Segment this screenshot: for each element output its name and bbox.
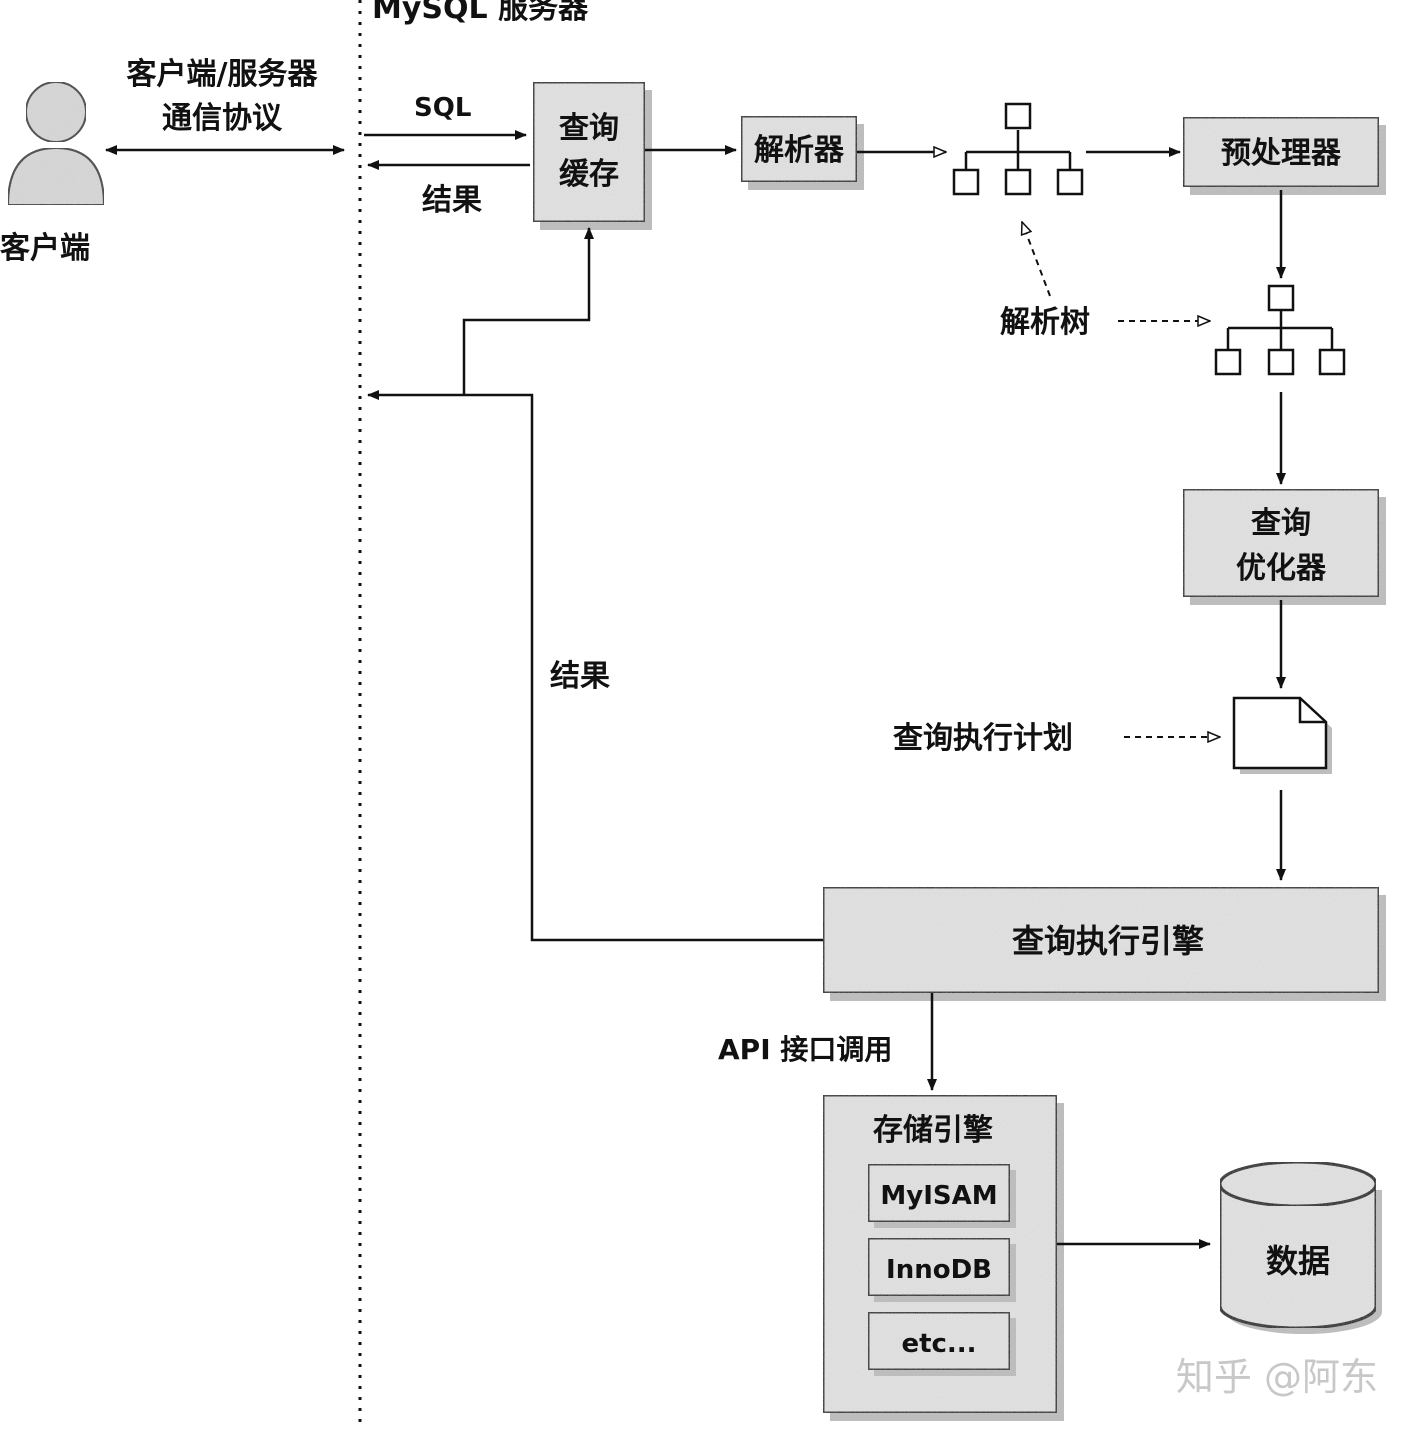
api-call-label: API 接口调用 <box>718 1033 892 1066</box>
execution-plan-document-icon <box>1232 696 1332 774</box>
client-label: 客户端 <box>0 231 90 266</box>
storage-engine-label: 存储引擎 <box>873 1113 993 1148</box>
engine-innodb-box <box>866 1236 1012 1298</box>
parser-box <box>739 114 859 184</box>
parse-tree-pointer-1 <box>1022 222 1051 297</box>
result-top-label: 结果 <box>422 183 482 218</box>
result-return-path <box>367 390 823 942</box>
protocol-label-line2: 通信协议 <box>162 101 283 136</box>
preprocessor-label: 预处理器 <box>1221 136 1342 171</box>
server-title: MySQL 服务器 <box>372 0 589 26</box>
query-execution-engine-box <box>821 885 1381 995</box>
engine-myisam-box <box>866 1162 1012 1224</box>
sql-label: SQL <box>414 93 471 123</box>
parse-tree-label: 解析树 <box>1000 305 1090 340</box>
execution-plan-label: 查询执行计划 <box>893 721 1073 756</box>
client-person-icon <box>6 81 106 206</box>
parser-label: 解析器 <box>754 133 845 168</box>
query-optimizer-label-2: 优化器 <box>1236 551 1327 586</box>
data-label: 数据 <box>1266 1242 1330 1280</box>
data-database-icon <box>1218 1160 1382 1334</box>
parse-tree-2-icon <box>1214 284 1346 376</box>
protocol-label-line1: 客户端/服务器 <box>127 57 319 92</box>
query-cache-label-1: 查询 <box>559 111 619 146</box>
engine-myisam-label: MyISAM <box>880 1181 997 1211</box>
query-cache-box <box>531 80 647 224</box>
parse-tree-1-icon <box>952 102 1084 196</box>
engine-etc-label: etc... <box>901 1329 976 1359</box>
watermark: 知乎 @阿东 <box>1176 1355 1378 1399</box>
engine-etc-box <box>866 1310 1012 1372</box>
query-optimizer-label-1: 查询 <box>1251 506 1311 541</box>
result-left-label: 结果 <box>550 659 610 694</box>
engine-innodb-label: InnoDB <box>886 1255 992 1285</box>
query-cache-label-2: 缓存 <box>559 157 619 192</box>
result-to-cache-path <box>462 227 594 395</box>
preprocessor-box <box>1181 115 1381 189</box>
query-execution-engine-label: 查询执行引擎 <box>1012 922 1204 960</box>
query-optimizer-box <box>1181 487 1381 599</box>
